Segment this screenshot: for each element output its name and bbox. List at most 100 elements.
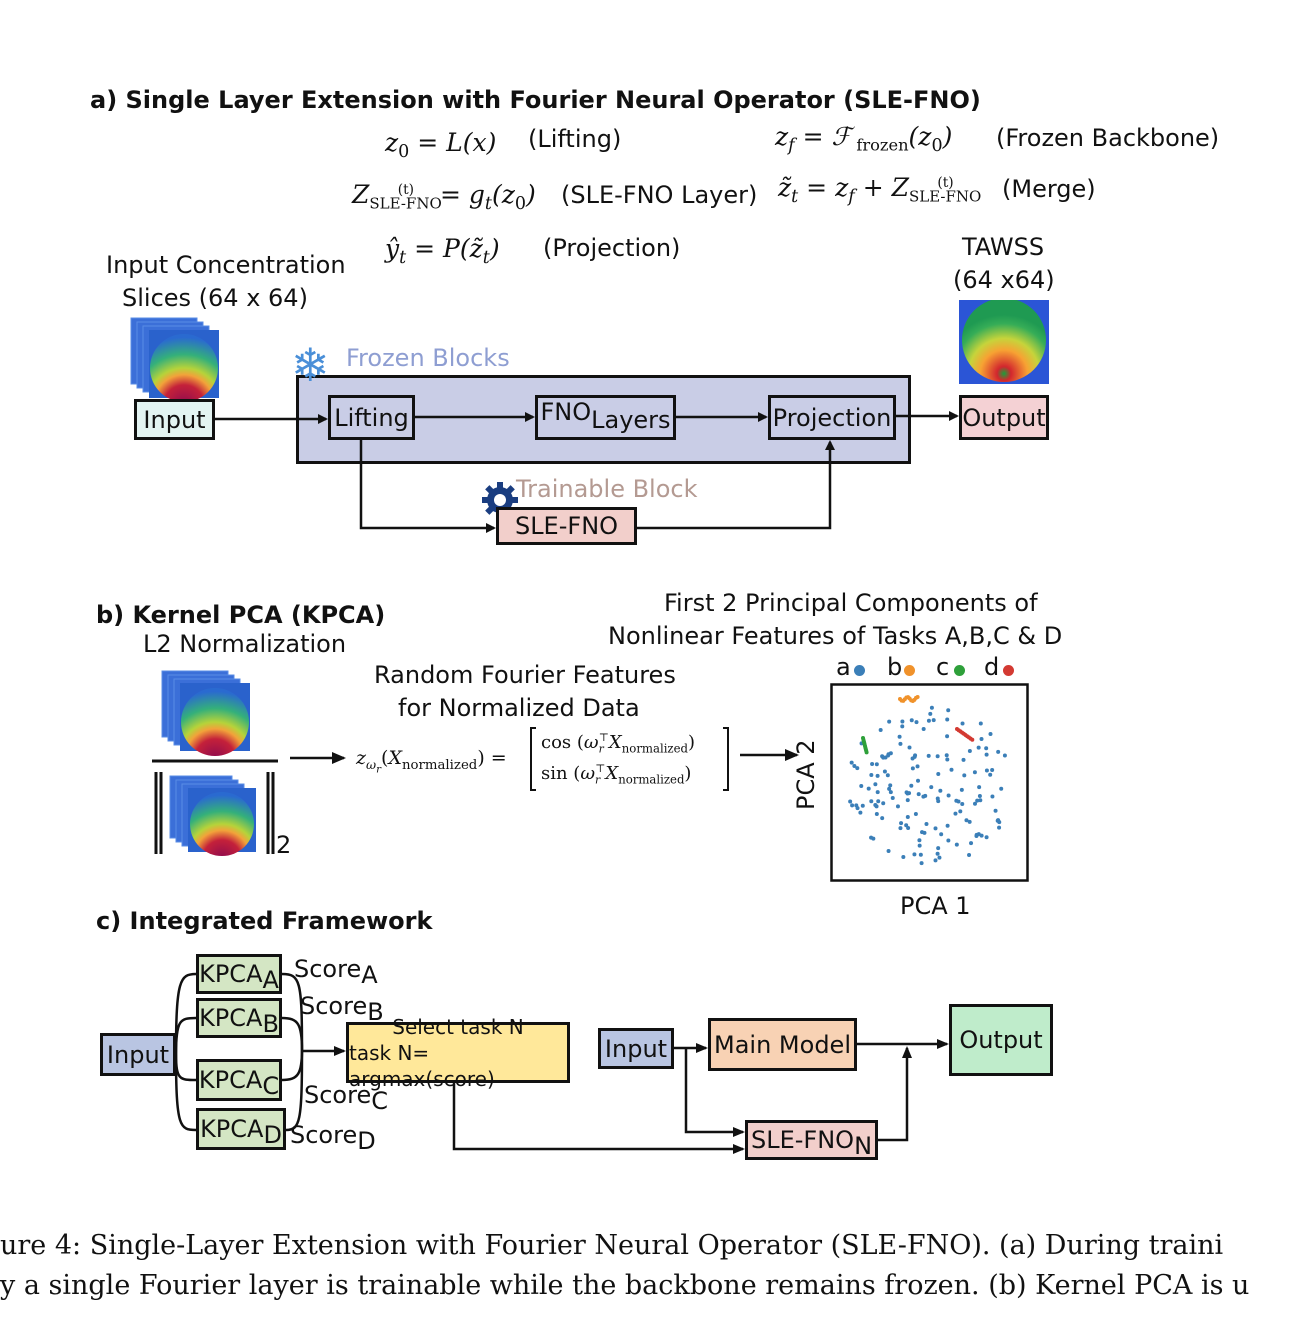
scatter-point-a: [996, 749, 1001, 754]
scatter-point-a: [975, 798, 980, 803]
scatter-point-a: [984, 768, 989, 773]
scatter-point-a: [910, 766, 915, 771]
lifting-box: Lifting: [328, 395, 415, 440]
scatter-point-a: [964, 818, 969, 823]
input-box: Input: [134, 399, 215, 440]
scatter-point-a: [886, 849, 891, 854]
kpca-a-text: KPCA: [199, 960, 263, 988]
rff-formula-bracket: cos (ωr⊤Xnormalized) sin (ωr⊤Xnormalized…: [530, 727, 729, 791]
scatter-point-a: [984, 752, 989, 757]
scatter-point-a: [967, 819, 972, 824]
scatter-point-a: [858, 810, 863, 815]
scatter-point-a: [880, 816, 885, 821]
section-c-title: c) Integrated Framework: [96, 907, 433, 935]
legend-b-label: b: [887, 653, 903, 681]
scatter-point-a: [997, 825, 1002, 830]
scatter-point-a: [929, 705, 934, 710]
scatter-point-a: [913, 753, 918, 758]
scatter-point-a: [936, 846, 941, 851]
scatter-point-a: [972, 801, 977, 806]
scatter-point-d: [970, 737, 975, 742]
scatter-point-a: [1002, 753, 1007, 758]
scatter-point-a: [960, 721, 965, 726]
eq-lifting-formula: z0 = L(x): [385, 128, 497, 163]
scatter-point-a: [900, 719, 905, 724]
scatter-point-a: [870, 761, 875, 766]
frozen-blocks-label: Frozen Blocks: [346, 344, 510, 372]
section-b-title: b) Kernel PCA (KPCA): [96, 601, 386, 629]
output-c-box: Output: [949, 1004, 1053, 1076]
scatter-point-a: [939, 832, 944, 837]
scatter-point-a: [974, 832, 979, 837]
scatter-point-a: [926, 753, 931, 758]
rff-sin-row: sin (ωr⊤Xnormalized): [541, 762, 692, 787]
scatter-point-a: [881, 801, 886, 806]
scatter-point-a: [882, 769, 887, 774]
scatter-point-a: [960, 801, 965, 806]
scatter-point-a: [890, 795, 895, 800]
scatter-point-a: [904, 823, 909, 828]
scatter-point-a: [869, 773, 874, 778]
select-task-line1: Select task N: [392, 1014, 524, 1039]
scatter-point-a: [916, 792, 921, 797]
scatter-point-a: [916, 778, 921, 783]
input-c2-box-label: Input: [604, 1034, 668, 1063]
scatter-point-a: [935, 796, 940, 801]
legend-c-dot: [954, 665, 965, 676]
eq-projection-formula: ŷt = P(z̃t): [385, 234, 500, 269]
scatter-point-a: [850, 803, 855, 808]
scatter-point-a: [979, 737, 984, 742]
rff-cos-row: cos (ωr⊤Xnormalized): [541, 731, 696, 756]
select-task-line2: task N= argmax(score): [349, 1040, 495, 1091]
scatter-point-a: [914, 720, 919, 725]
scatter-point-a: [921, 794, 926, 799]
scatter-point-a: [931, 718, 936, 723]
scatter-point-a: [928, 711, 933, 716]
section-b-arrows: [290, 749, 799, 764]
scatter-point-a: [852, 764, 857, 769]
scatter-point-a: [909, 783, 914, 788]
scatter-point-a: [912, 852, 917, 857]
scatter-point-a: [886, 753, 891, 758]
scatter-point-a: [933, 826, 938, 831]
scatter-point-a: [978, 721, 983, 726]
scatter-point-a: [924, 821, 929, 826]
score-c-label: ScoreC: [304, 1081, 388, 1115]
scatter-point-a: [888, 751, 893, 756]
scatter-point-a: [905, 814, 910, 819]
scatter-point-a: [990, 768, 995, 773]
scatter-point-a: [848, 799, 853, 804]
scatter-point-a: [949, 767, 954, 772]
rff-formula-lhs: zωr(Xnormalized) =: [356, 747, 507, 776]
scatter-point-a: [855, 766, 860, 771]
scatter-point-a: [988, 772, 993, 777]
scatter-point-a: [874, 811, 879, 816]
scatter-point-a: [935, 851, 940, 856]
scatter-point-a: [920, 830, 925, 835]
kpca-a-sub: A: [262, 966, 279, 994]
kpca-b-sub: B: [262, 1010, 279, 1038]
scatter-point-a: [984, 746, 989, 751]
scatter-point-a: [910, 756, 915, 761]
output-box-label: Output: [962, 403, 1046, 432]
scatter-point-a: [874, 804, 879, 809]
scatter-point-a: [933, 858, 938, 863]
scatter-point-a: [977, 785, 982, 790]
legend-d-dot: [1003, 665, 1014, 676]
scatter-point-a: [946, 708, 951, 713]
scatter-point-a: [885, 773, 890, 778]
scatter-point-a: [871, 836, 876, 841]
legend-d-label: d: [984, 653, 1000, 681]
input-slices-stack: [130, 317, 219, 400]
scatter-point-a: [907, 745, 912, 750]
scatter-point-a: [999, 786, 1004, 791]
eq-sle-formula: ZSLE-FNO(t)= gt(z0): [352, 180, 536, 215]
section-a-arrows: [215, 411, 959, 533]
pc-title-line1: First 2 Principal Components of: [664, 589, 1038, 617]
scatter-point-a: [967, 853, 972, 858]
scatter-point-a: [972, 770, 977, 775]
rff-label-line2: for Normalized Data: [398, 694, 640, 722]
caption-line2: y a single Fourier layer is trainable wh…: [0, 1270, 1250, 1301]
